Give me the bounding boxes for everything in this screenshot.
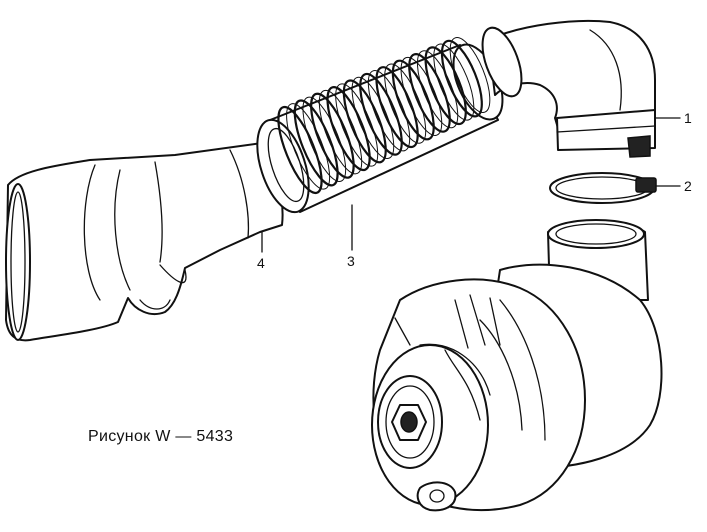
callout-label-1: 1	[684, 110, 692, 126]
bellows-rib	[310, 92, 355, 179]
hose-clamp-part-2	[549, 172, 681, 204]
alternator-assembly	[371, 219, 663, 512]
bellows-rib	[318, 89, 363, 175]
elbow-part-1	[481, 19, 681, 158]
bellows-rib	[440, 39, 483, 118]
callout-label-4: 4	[257, 255, 265, 271]
bellows-rib	[326, 86, 371, 172]
callout-label-3: 3	[347, 253, 355, 269]
bellows-rib	[449, 37, 491, 113]
bellows-rib	[375, 66, 419, 149]
bellows-rib	[367, 70, 411, 152]
bellows-rib	[293, 99, 339, 187]
figure-caption: Рисунок W — 5433	[88, 428, 234, 445]
bellows-rib	[391, 59, 435, 141]
bellows-rib	[433, 43, 475, 121]
bellows-rib	[335, 83, 379, 167]
bellows-rib	[408, 53, 451, 133]
callout-label-2: 2	[684, 178, 692, 194]
bellows-rib	[400, 56, 443, 136]
bellows-hose-part-3	[256, 37, 504, 214]
bellows-rib	[342, 79, 387, 164]
bellows-rib	[424, 46, 467, 126]
bellows-rib	[359, 72, 403, 156]
bellows-rib	[351, 76, 395, 159]
intake-duct-part-4	[5, 142, 284, 342]
bellows-rib	[302, 96, 347, 182]
bellows-rib	[286, 103, 331, 190]
bellows-rib	[384, 63, 427, 144]
callout-leaders	[261, 204, 353, 253]
bellows-rib	[277, 105, 323, 195]
bellows-rib	[416, 50, 459, 129]
